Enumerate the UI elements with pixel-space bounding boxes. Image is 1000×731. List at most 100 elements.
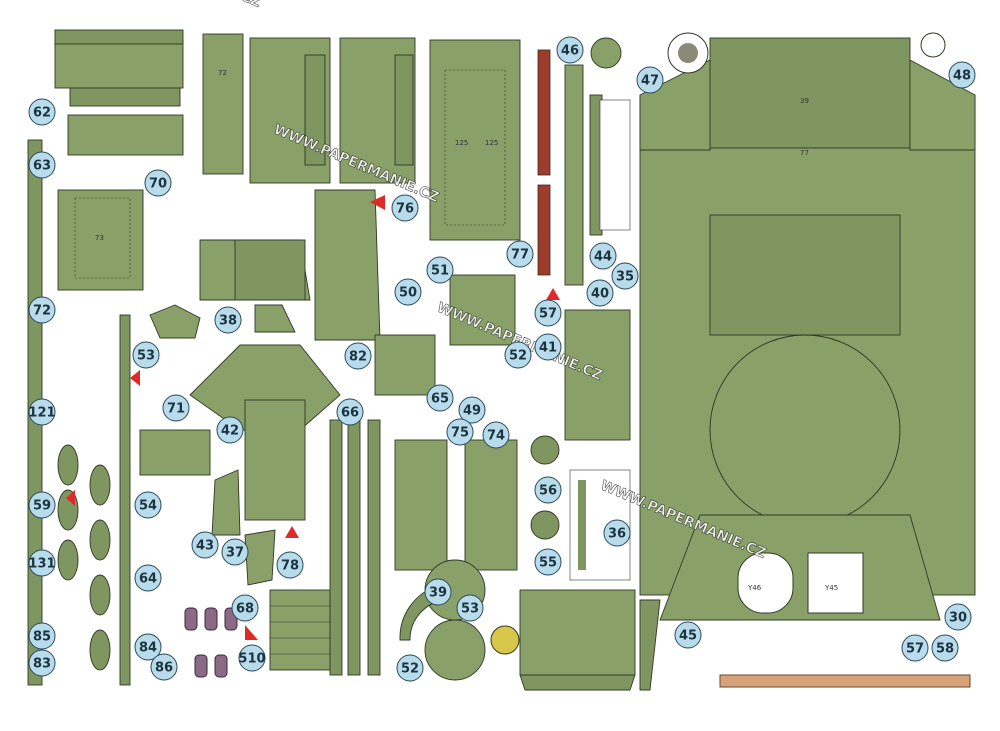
callout-label-63: 63 <box>33 159 51 174</box>
hull-39-label: 39 <box>800 97 809 105</box>
callout-circle-47 <box>636 66 664 94</box>
callout-circle-82 <box>344 342 372 370</box>
callout-circle-44 <box>589 242 617 270</box>
callout-label-86: 86 <box>155 661 173 676</box>
callout-circle-131 <box>28 549 56 577</box>
hull-main: 39 77 Y46 Y45 <box>639 37 976 688</box>
red-arrows <box>66 195 560 640</box>
callout-circle-78 <box>276 551 304 579</box>
callout-circle-54 <box>134 491 162 519</box>
road-wheels-column <box>57 444 111 671</box>
callout-label-131: 131 <box>28 557 55 572</box>
callout-circle-40 <box>586 279 614 307</box>
callout-label-54: 54 <box>139 499 157 514</box>
callout-label-36: 36 <box>608 527 626 542</box>
part-62-box <box>54 29 184 107</box>
callout-circle-39 <box>424 578 452 606</box>
callout-label-53: 53 <box>461 602 479 617</box>
callout-label-74: 74 <box>487 429 505 444</box>
callout-label-44: 44 <box>594 250 612 265</box>
part-86-bottles <box>184 607 238 678</box>
callout-label-65: 65 <box>431 392 449 407</box>
callout-label-47: 47 <box>641 74 659 89</box>
part-42-grille <box>139 429 211 476</box>
callout-label-39: 39 <box>429 586 447 601</box>
callout-label-49: 49 <box>463 404 481 419</box>
callout-label-85: 85 <box>33 630 51 645</box>
callout-label-57: 57 <box>906 642 924 657</box>
part-73: 73 <box>57 189 144 291</box>
callout-circle-57 <box>534 299 562 327</box>
part-125-label-a: 125 <box>455 139 468 147</box>
hull-77-label: 77 <box>800 149 809 157</box>
callout-label-77: 77 <box>511 248 529 263</box>
callout-circle-63 <box>28 151 56 179</box>
callout-label-66: 66 <box>341 406 359 421</box>
part-rust-track <box>537 49 551 276</box>
callout-label-45: 45 <box>679 629 697 644</box>
callout-label-52: 52 <box>401 662 419 677</box>
part-number-callouts: 6263707212159131858353714254436437848668… <box>28 36 976 682</box>
callout-circle-42 <box>216 416 244 444</box>
callout-circle-41 <box>534 333 562 361</box>
callout-circle-59 <box>28 491 56 519</box>
callout-circle-76 <box>391 194 419 222</box>
part-56-55-disks <box>530 435 560 540</box>
part-bottom-deck <box>519 589 636 676</box>
callout-circle-510 <box>238 644 266 672</box>
callout-label-55: 55 <box>539 556 557 571</box>
callout-circle-66 <box>336 398 364 426</box>
part-72-label: 72 <box>218 69 227 77</box>
callout-label-121: 121 <box>28 406 55 421</box>
callout-circle-50 <box>394 278 422 306</box>
callout-label-68: 68 <box>236 602 254 617</box>
callout-label-59: 59 <box>33 499 51 514</box>
track-teeth <box>519 599 661 691</box>
callout-label-56: 56 <box>539 484 557 499</box>
callout-label-38: 38 <box>219 314 237 329</box>
callout-label-72: 72 <box>33 304 51 319</box>
part-turret-top <box>189 344 341 521</box>
callout-circle-62 <box>28 98 56 126</box>
callout-circle-37 <box>221 538 249 566</box>
callout-label-75: 75 <box>451 426 469 441</box>
callout-circle-56 <box>534 476 562 504</box>
callout-circle-52 <box>504 341 532 369</box>
part-66-rails <box>329 419 381 676</box>
callout-label-83: 83 <box>33 657 51 672</box>
callout-circle-45 <box>674 621 702 649</box>
callout-circle-46 <box>556 36 584 64</box>
callout-circle-85 <box>28 622 56 650</box>
callout-circle-38 <box>214 306 242 334</box>
callout-label-50: 50 <box>399 286 417 301</box>
part-engine-covers <box>374 274 631 441</box>
watermark-text-1: WWW.PAPERMANIE.CZ <box>93 0 263 11</box>
callout-circle-68 <box>231 594 259 622</box>
callout-label-76: 76 <box>396 202 414 217</box>
part-73-label: 73 <box>95 234 104 242</box>
callout-circle-35 <box>611 262 639 290</box>
callout-circle-43 <box>191 531 219 559</box>
part-deck-2 <box>339 37 416 184</box>
callout-circle-84 <box>134 633 162 661</box>
callout-circle-77 <box>506 240 534 268</box>
callout-circle-30 <box>944 603 972 631</box>
callout-circle-55 <box>534 548 562 576</box>
part-box-lower <box>67 114 184 156</box>
callout-label-64: 64 <box>139 572 157 587</box>
callout-label-84: 84 <box>139 641 157 656</box>
callout-circle-51 <box>426 256 454 284</box>
callout-circle-86 <box>150 653 178 681</box>
callout-label-57: 57 <box>539 307 557 322</box>
callout-circle-121 <box>28 398 56 426</box>
callout-circle-52 <box>396 654 424 682</box>
part-38-hatch <box>149 304 296 339</box>
callout-circle-71 <box>162 394 190 422</box>
callout-label-52: 52 <box>509 349 527 364</box>
callout-label-42: 42 <box>221 424 239 439</box>
callout-circle-48 <box>948 61 976 89</box>
callout-circle-74 <box>482 421 510 449</box>
callout-label-35: 35 <box>616 270 634 285</box>
callout-circle-83 <box>28 649 56 677</box>
callout-label-510: 510 <box>238 652 265 667</box>
